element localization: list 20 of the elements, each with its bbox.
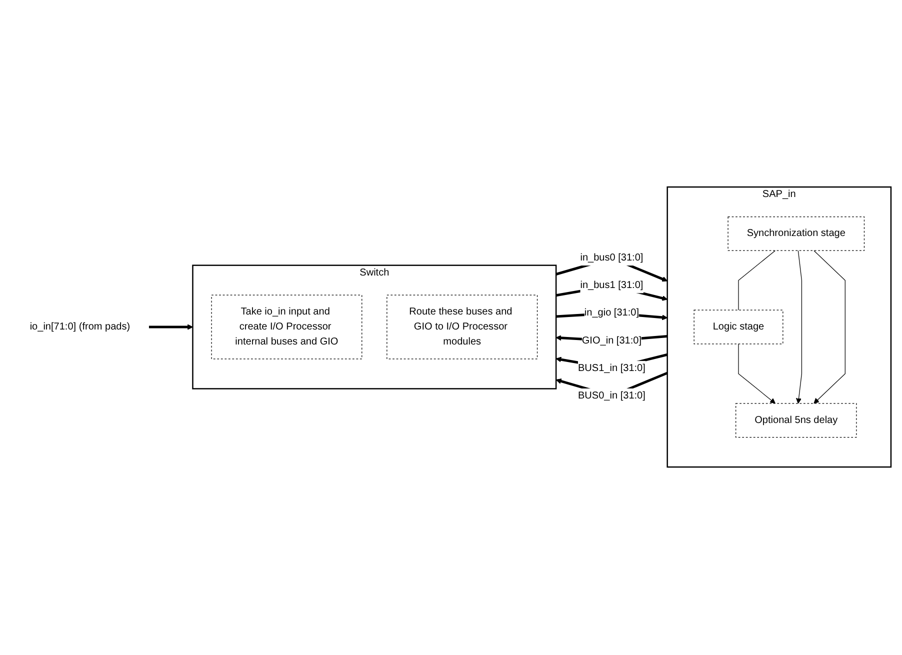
edge-label: in_gio [31:0] xyxy=(584,308,640,319)
arrow xyxy=(738,344,776,404)
node-box xyxy=(736,404,857,438)
edge-label: BUS1_in [31:0] xyxy=(578,363,646,374)
edge-label: in_bus1 [31:0] xyxy=(580,280,644,292)
cluster xyxy=(192,265,557,390)
edge-label: BUS0_in [31:0] xyxy=(578,390,646,402)
arrow xyxy=(796,250,802,404)
block-diagram: in_bus0 [31:0] in_bus1 [31:0] in_gio [31:0] GIO_in [31:0] BUS1_in [31:0] BUS0_in [31:0] Switch Take io_in input and create I/O Processor internal buses and GIO Route these buses and GIO to I/O Processor modules SAP_in Synchronization stage Logic stage Optional 5ns delay io_in[71:0] (from pads) xyxy=(6,182,896,473)
cluster xyxy=(666,186,892,468)
edge-label: GIO_in [31:0] xyxy=(582,336,642,346)
node-box xyxy=(211,295,362,360)
node-box xyxy=(386,295,538,360)
arrow xyxy=(148,324,193,330)
arrow xyxy=(814,250,846,404)
edge-label: in_bus0 [31:0] xyxy=(580,252,644,264)
node-box xyxy=(694,310,784,345)
connector xyxy=(738,250,776,311)
node-text: io_in[71:0] (from pads) xyxy=(30,322,130,333)
node-box xyxy=(728,216,865,252)
